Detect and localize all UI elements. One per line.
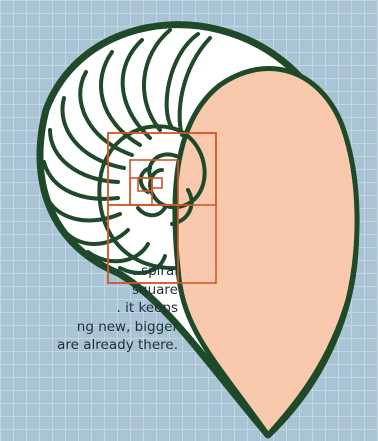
- caption-line-4: ng new, bigger: [0, 318, 178, 337]
- caption-line-1: . spiral: [0, 262, 178, 281]
- caption-line-3: . it keeps: [0, 299, 178, 318]
- caption-text: . spiral square . it keeps ng new, bigge…: [0, 262, 178, 355]
- outer-chamber: [175, 68, 357, 435]
- caption-line-2: square: [0, 281, 178, 300]
- caption-line-5: are already there.: [0, 336, 178, 355]
